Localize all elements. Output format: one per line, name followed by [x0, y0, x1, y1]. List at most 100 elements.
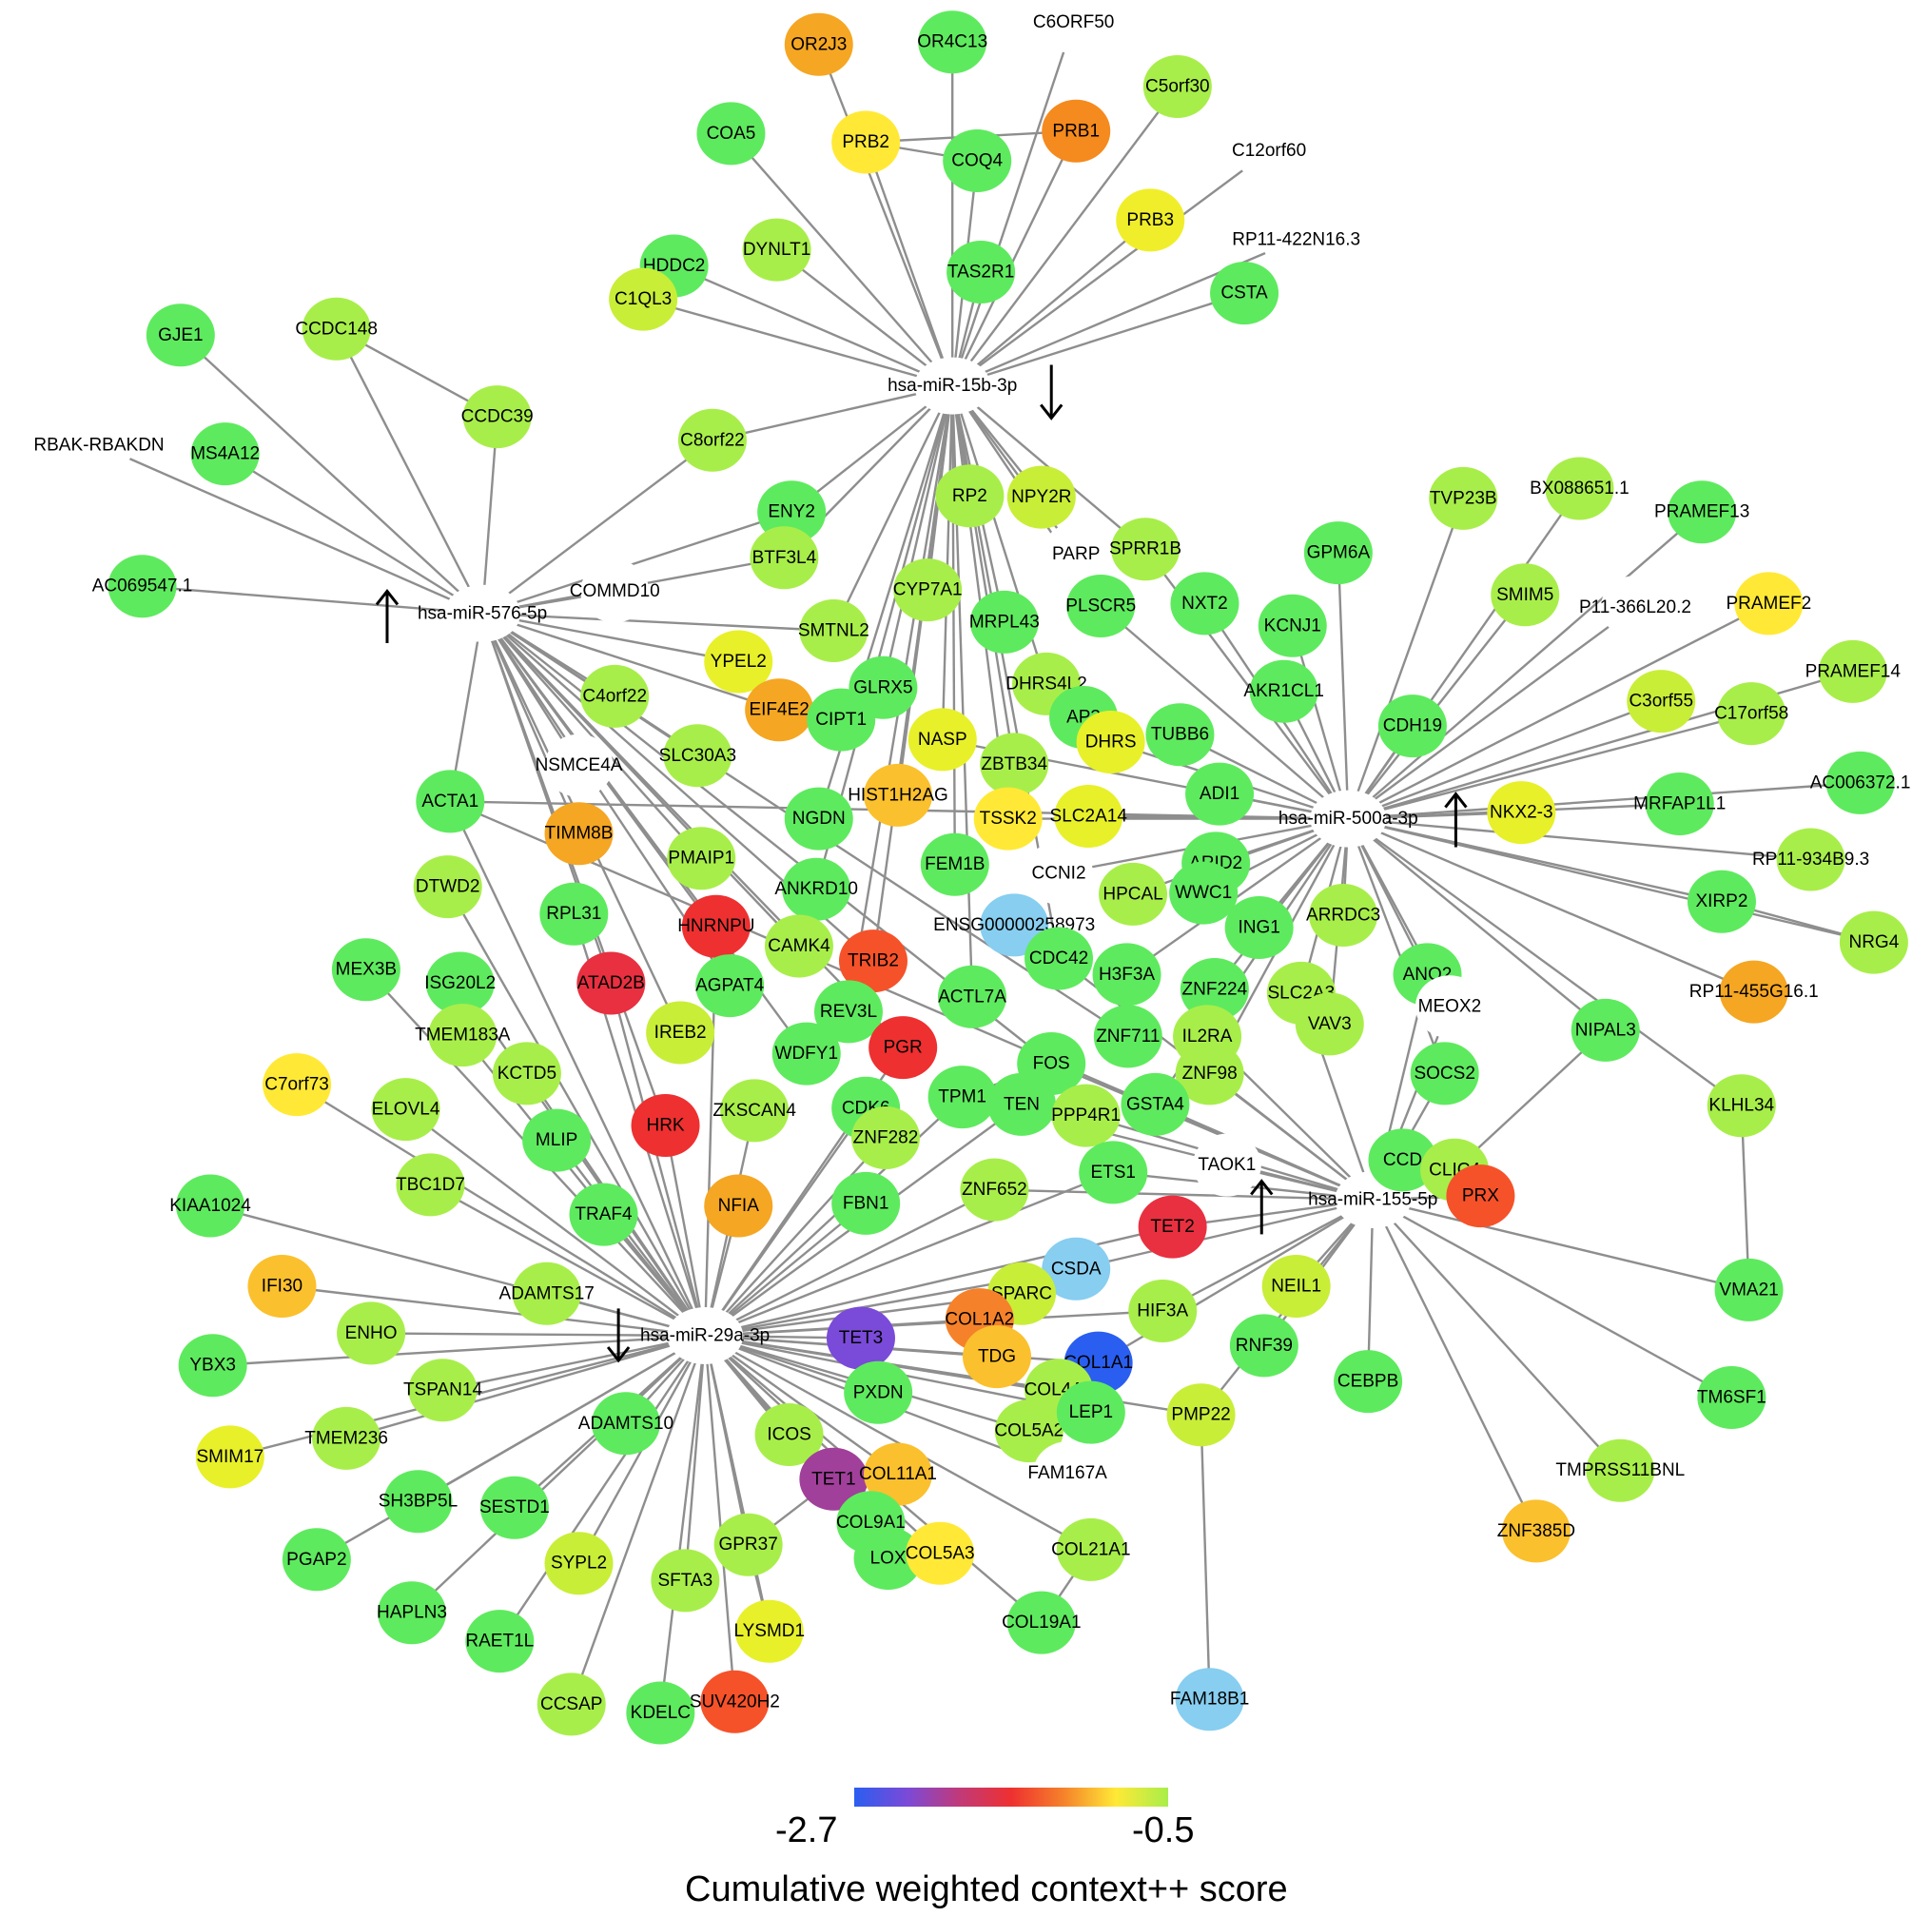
gene-node[interactable]: CSTA [1210, 262, 1279, 325]
gene-node[interactable]: LOX [853, 1527, 923, 1590]
gene-node[interactable]: COL11A1 [859, 1442, 937, 1506]
gene-node[interactable]: HIF3A [1128, 1280, 1198, 1342]
gene-node[interactable]: ANKRD10 [774, 857, 858, 921]
gene-node[interactable]: C5orf30 [1142, 55, 1212, 118]
gene-node[interactable]: CCD [1368, 1128, 1437, 1192]
gene-node[interactable]: MRPL43 [969, 590, 1040, 654]
gene-node[interactable]: NIPAL3 [1571, 998, 1640, 1062]
gene-node[interactable]: ZKSCAN4 [712, 1079, 796, 1143]
gene-node[interactable]: RNF39 [1229, 1314, 1298, 1378]
gene-node[interactable]: ZBTB34 [980, 733, 1049, 796]
gene-node[interactable]: XIRP2 [1687, 870, 1756, 933]
gene-node[interactable]: AC069547.1 [92, 555, 193, 618]
gene-node[interactable]: FAM18B1 [1170, 1668, 1249, 1731]
gene-node[interactable]: ING1 [1224, 896, 1294, 959]
gene-node[interactable]: C7orf73 [263, 1053, 332, 1117]
gene-node[interactable]: PRB1 [1042, 99, 1111, 163]
gene-node[interactable]: ACTA1 [416, 770, 485, 833]
gene-node[interactable]: NGDN [784, 787, 853, 851]
gene-node[interactable]: VAV3 [1295, 992, 1364, 1056]
gene-node[interactable]: COL5A3 [906, 1521, 975, 1585]
gene-node[interactable]: AKR1CL1 [1243, 659, 1324, 723]
gene-node[interactable]: PPP4R1 [1051, 1084, 1121, 1147]
gene-node[interactable]: TIMM8B [544, 802, 614, 866]
gene-node[interactable]: SUV420H2 [690, 1670, 780, 1733]
gene-node[interactable]: ETS1 [1079, 1141, 1148, 1204]
gene-node[interactable]: PRB3 [1116, 188, 1185, 252]
gene-node[interactable]: COL21A1 [1051, 1517, 1131, 1581]
mirna-node-m29[interactable]: hsa-miR-29a-3p [640, 1307, 770, 1364]
gene-node[interactable]: HIST1H2AG [848, 763, 948, 827]
gene-node[interactable]: CEBPB [1334, 1350, 1403, 1414]
gene-node[interactable]: KDELC [626, 1681, 695, 1745]
gene-node[interactable]: MRFAP1L1 [1633, 773, 1726, 835]
gene-node[interactable]: IFI30 [247, 1255, 317, 1318]
gene-node[interactable]: ZNF652 [960, 1158, 1029, 1222]
gene-node[interactable]: PLSCR5 [1065, 575, 1136, 637]
gene-node[interactable]: HPCAL [1099, 862, 1168, 926]
gene-node[interactable]: ADAMTS10 [578, 1392, 673, 1456]
mirna-node-m576[interactable]: hsa-miR-576-5p [418, 584, 547, 642]
gene-node[interactable]: COL19A1 [1002, 1591, 1082, 1654]
gene-node[interactable]: TMEM236 [304, 1406, 388, 1470]
gene-node[interactable]: FBN1 [831, 1171, 901, 1235]
gene-node[interactable]: C8orf22 [677, 408, 747, 472]
gene-node[interactable]: LYSMD1 [733, 1599, 805, 1663]
gene-node[interactable]: KLHL34 [1707, 1074, 1776, 1138]
gene-node[interactable]: ICOS [754, 1403, 824, 1466]
gene-node[interactable]: TSPAN14 [403, 1359, 483, 1422]
gene-node[interactable]: TBC1D7 [396, 1153, 465, 1217]
gene-node[interactable]: NSMCE4A [536, 734, 623, 797]
gene-node[interactable]: BTF3L4 [750, 526, 819, 590]
gene-node[interactable]: OR4C13 [917, 10, 987, 74]
mirna-node-m15b[interactable]: hsa-miR-15b-3p [888, 357, 1017, 415]
gene-node[interactable]: RP2 [935, 464, 1005, 528]
gene-node[interactable]: RAET1L [465, 1610, 535, 1673]
gene-node[interactable]: AC006372.1 [1810, 751, 1911, 814]
gene-node[interactable]: VMA21 [1714, 1258, 1784, 1321]
gene-node[interactable]: TM6SF1 [1697, 1366, 1766, 1429]
gene-node[interactable]: HAPLN3 [377, 1581, 447, 1645]
gene-node[interactable]: CDC42 [1025, 927, 1094, 990]
gene-node[interactable]: NPY2R [1006, 465, 1076, 529]
gene-node[interactable]: C3orf55 [1627, 670, 1696, 734]
gene-node[interactable]: PRAMEF13 [1654, 480, 1749, 544]
gene-node[interactable]: NASP [907, 708, 977, 772]
gene-node[interactable]: PMP22 [1166, 1383, 1236, 1447]
gene-node[interactable]: ATAD2B [576, 951, 646, 1015]
gene-node[interactable]: RPL31 [539, 882, 609, 946]
gene-node[interactable]: TUBB6 [1145, 703, 1215, 767]
gene-node[interactable]: CYP7A1 [893, 558, 963, 622]
gene-node[interactable]: PARP [1042, 522, 1111, 586]
gene-node[interactable]: KCNJ1 [1258, 594, 1327, 657]
gene-node[interactable]: NKX2-3 [1487, 781, 1556, 845]
gene-node[interactable]: GPR37 [713, 1513, 783, 1576]
gene-node[interactable]: GSTA4 [1121, 1072, 1190, 1136]
gene-node[interactable]: CCSAP [537, 1672, 606, 1736]
gene-node[interactable]: SLC30A3 [659, 724, 736, 788]
gene-node[interactable]: SMTNL2 [798, 599, 869, 662]
gene-node[interactable]: NRG4 [1839, 910, 1908, 974]
gene-node[interactable]: ZNF98 [1175, 1042, 1244, 1105]
gene-node[interactable]: RP11-422N16.3 [1232, 208, 1360, 272]
gene-node[interactable]: TVP23B [1429, 466, 1498, 530]
gene-node[interactable]: REV3L [813, 980, 883, 1044]
gene-node[interactable]: PRAMEF14 [1805, 639, 1902, 703]
gene-node[interactable]: ZNF385D [1497, 1499, 1575, 1563]
gene-node[interactable]: TRIB2 [838, 929, 907, 993]
gene-node[interactable]: C17orf58 [1714, 682, 1788, 746]
gene-node[interactable]: C4orf22 [580, 664, 650, 728]
gene-node[interactable]: EIF4E2 [745, 678, 814, 742]
gene-node[interactable]: COA5 [696, 102, 766, 166]
gene-node[interactable]: IREB2 [646, 1001, 715, 1065]
gene-node[interactable]: ADAMTS17 [499, 1262, 595, 1325]
gene-node[interactable]: TAS2R1 [946, 241, 1016, 303]
gene-node[interactable]: C6ORF50 [1033, 0, 1115, 54]
gene-node[interactable]: DYNLT1 [742, 218, 811, 282]
gene-node[interactable]: TPM1 [927, 1066, 997, 1129]
gene-node[interactable]: GJE1 [146, 303, 215, 367]
gene-node[interactable]: KIAA1024 [169, 1174, 251, 1238]
gene-node[interactable]: NXT2 [1170, 572, 1239, 636]
gene-node[interactable]: TDG [963, 1325, 1032, 1389]
gene-node[interactable]: ZNF224 [1180, 958, 1249, 1021]
